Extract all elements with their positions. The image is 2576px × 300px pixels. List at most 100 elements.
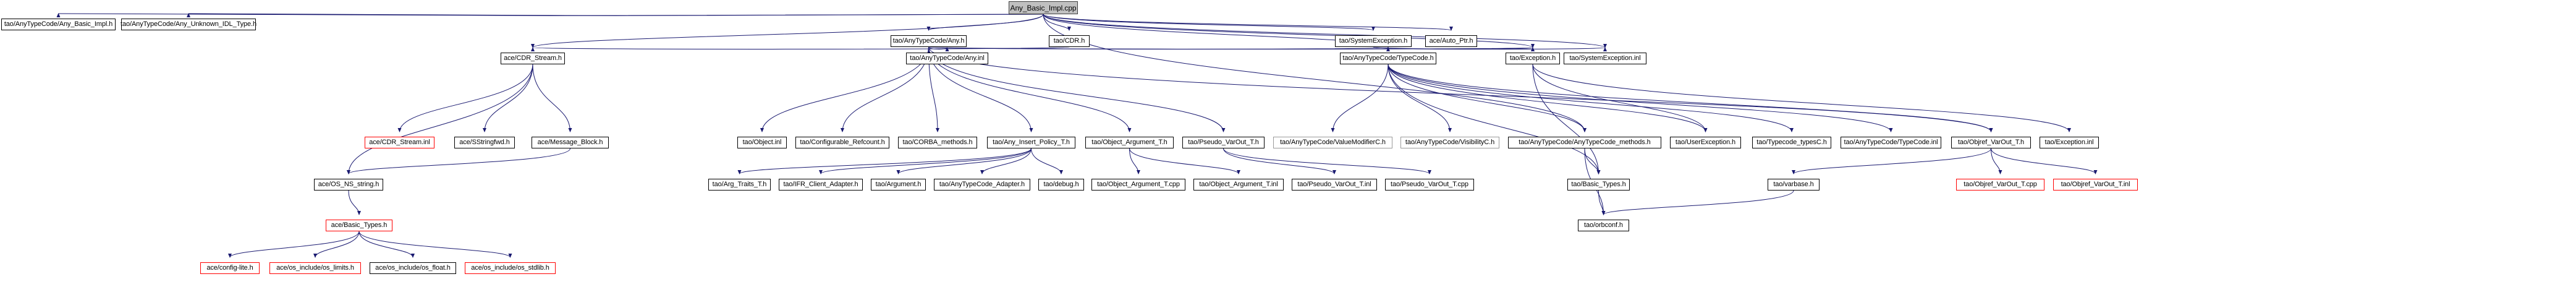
graph-node[interactable]: tao/varbase.h xyxy=(1768,179,1820,191)
graph-node[interactable]: tao/AnyTypeCode/Any.inl xyxy=(906,53,988,64)
graph-edge xyxy=(1373,46,1607,52)
graph-node[interactable]: tao/Exception.h xyxy=(1506,53,1560,64)
graph-node[interactable]: tao/Objref_VarOut_T.cpp xyxy=(1956,179,2044,191)
graph-edge xyxy=(347,64,533,174)
graph-edge xyxy=(1792,148,1991,174)
graph-edge xyxy=(1388,64,1993,132)
graph-node[interactable]: tao/orbconf.h xyxy=(1578,220,1629,231)
graph-edge xyxy=(348,190,361,215)
graph-node[interactable]: tao/AnyTypeCode/TypeCode.inl xyxy=(1841,137,1941,148)
graph-edge xyxy=(358,231,415,258)
graph-edge xyxy=(1601,190,1794,215)
graph-edge xyxy=(926,14,1044,31)
graph-node[interactable]: tao/Objref_VarOut_T.inl xyxy=(2053,179,2138,191)
graph-edge xyxy=(313,231,360,258)
graph-node[interactable]: tao/Object_Argument_T.cpp xyxy=(1091,179,1185,191)
graph-node[interactable]: tao/IFR_Client_Adapter.h xyxy=(779,179,863,191)
graph-node[interactable]: tao/Pseudo_VarOut_T.h xyxy=(1182,137,1265,148)
graph-node[interactable]: tao/AnyTypeCode/Any.h xyxy=(891,35,967,47)
graph-node[interactable]: tao/Pseudo_VarOut_T.inl xyxy=(1292,179,1377,191)
graph-edge xyxy=(532,46,1070,52)
graph-edge xyxy=(819,148,1032,174)
graph-edge xyxy=(531,14,1044,48)
graph-edge xyxy=(928,46,1132,132)
graph-node[interactable]: tao/Object.inl xyxy=(737,137,787,148)
graph-edge xyxy=(1388,64,1794,132)
graph-node[interactable]: ace/os_include/os_limits.h xyxy=(269,262,361,274)
graph-node[interactable]: tao/debug.h xyxy=(1038,179,1084,191)
graph-node[interactable]: tao/Exception.inl xyxy=(2040,137,2099,148)
graph-edge xyxy=(1043,14,1607,48)
graph-node[interactable]: ace/CDR_Stream.inl xyxy=(365,137,434,148)
graph-node[interactable]: tao/AnyTypeCode/Any_Basic_Impl.h xyxy=(1,19,116,30)
graph-node[interactable]: tao/AnyTypeCode/Any_Unknown_IDL_Type.h xyxy=(121,19,256,30)
graph-node[interactable]: ace/SStringfwd.h xyxy=(454,137,515,148)
graph-node[interactable]: tao/AnyTypeCode/AnyTypeCode_methods.h xyxy=(1508,137,1661,148)
graph-node[interactable]: tao/Basic_Types.h xyxy=(1567,179,1630,191)
graph-node[interactable]: ace/OS_NS_string.h xyxy=(314,179,383,191)
graph-edge xyxy=(483,64,533,132)
graph-node[interactable]: ace/os_include/os_stdlib.h xyxy=(465,262,556,274)
graph-node[interactable]: tao/Objref_VarOut_T.h xyxy=(1951,137,2031,148)
graph-edge xyxy=(1223,148,1336,174)
graph-node[interactable]: tao/CORBA_methods.h xyxy=(898,137,977,148)
graph-edge xyxy=(1031,148,1063,174)
graph-node[interactable]: ace/CDR_Stream.h xyxy=(501,53,565,64)
graph-edge xyxy=(928,46,1993,132)
graph-node[interactable]: tao/Configurable_Refcount.h xyxy=(795,137,889,148)
graph-node[interactable]: tao/SystemException.inl xyxy=(1564,53,1646,64)
graph-edge xyxy=(1388,64,1587,132)
graph-edge xyxy=(1991,148,2098,174)
graph-edge xyxy=(1043,14,1587,132)
graph-edge xyxy=(1598,190,1606,215)
graph-edge xyxy=(347,148,570,174)
graph-edge xyxy=(397,64,533,132)
graph-edge xyxy=(1043,14,1453,31)
graph-edge xyxy=(1331,64,1389,132)
graph-edge xyxy=(532,64,572,132)
graph-edge xyxy=(1532,64,1601,174)
graph-edge xyxy=(1129,148,1140,174)
graph-edge xyxy=(1129,148,1240,174)
graph-edge xyxy=(1388,64,1452,132)
graph-edge xyxy=(228,231,360,258)
graph-node[interactable]: ace/os_include/os_float.h xyxy=(370,262,456,274)
graph-node[interactable]: ace/Auto_Ptr.h xyxy=(1425,35,1477,47)
graph-node[interactable]: tao/Typecode_typesC.h xyxy=(1752,137,1831,148)
graph-edge xyxy=(928,46,1534,52)
graph-node[interactable]: ace/Basic_Types.h xyxy=(326,220,392,231)
graph-edge xyxy=(1584,148,1601,174)
graph-node[interactable]: tao/UserException.h xyxy=(1670,137,1741,148)
graph-edge xyxy=(980,148,1032,174)
graph-node[interactable]: tao/Argument.h xyxy=(871,179,926,191)
graph-edge xyxy=(1043,14,1071,31)
graph-node[interactable]: tao/AnyTypeCode/ValueModifierC.h xyxy=(1273,137,1392,148)
graph-node[interactable]: tao/Pseudo_VarOut_T.cpp xyxy=(1385,179,1474,191)
graph-edge xyxy=(358,231,512,258)
graph-edge xyxy=(1388,64,1708,132)
graph-node[interactable]: tao/AnyTypeCode/TypeCode.h xyxy=(1340,53,1436,64)
graph-edge xyxy=(928,46,1226,132)
graph-edge xyxy=(737,148,1032,174)
graph-edge xyxy=(1532,64,2071,132)
graph-edge xyxy=(760,46,929,132)
graph-edge xyxy=(1043,14,1535,48)
graph-edge xyxy=(1388,64,1893,132)
graph-node[interactable]: tao/Any_Insert_Policy_T.h xyxy=(987,137,1075,148)
graph-node[interactable]: tao/AnyTypeCode_Adapter.h xyxy=(934,179,1030,191)
graph-node[interactable]: tao/Arg_Traits_T.h xyxy=(708,179,771,191)
graph-node-root[interactable]: Any_Basic_Impl.cpp xyxy=(1009,1,1078,14)
graph-edge xyxy=(1991,148,2002,174)
graph-node[interactable]: tao/Object_Argument_T.h xyxy=(1085,137,1174,148)
graph-edge xyxy=(1388,64,1601,174)
graph-node[interactable]: ace/config-lite.h xyxy=(200,262,260,274)
graph-node[interactable]: ace/Message_Block.h xyxy=(532,137,609,148)
graph-node[interactable]: tao/AnyTypeCode/VisibilityC.h xyxy=(1400,137,1499,148)
graph-edge xyxy=(1223,148,1431,174)
graph-node[interactable]: tao/CDR.h xyxy=(1049,35,1090,47)
graph-node[interactable]: tao/SystemException.h xyxy=(1335,35,1412,47)
graph-edge xyxy=(1043,14,1375,31)
graph-node[interactable]: tao/Object_Argument_T.inl xyxy=(1193,179,1284,191)
